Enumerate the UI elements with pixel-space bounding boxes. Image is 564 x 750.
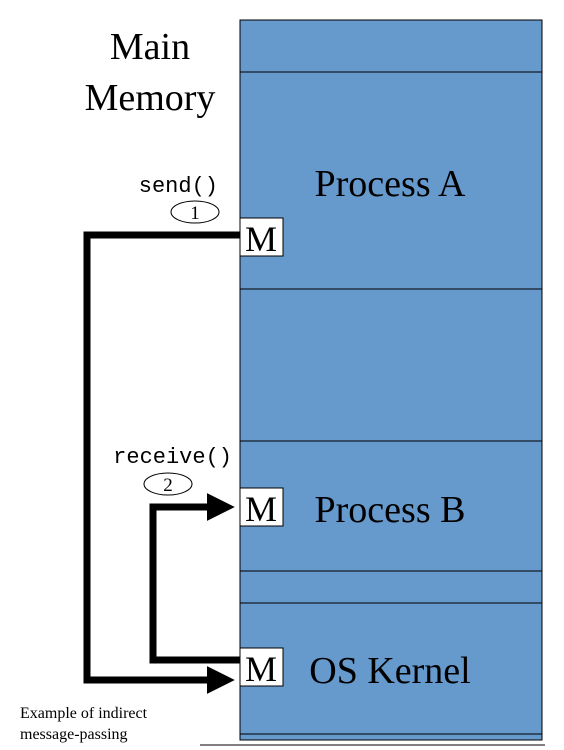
memory-segment-process-b [239,440,543,572]
memory-segment-os-kernel [239,602,543,735]
receive-arrow [149,493,240,664]
step-2-number: 2 [163,475,173,496]
memory-segment-gap [239,570,543,604]
memory-segment-bottom [239,733,543,741]
message-label-a: M [245,219,277,259]
process-b-label: Process B [315,489,466,531]
send-call-label: send() [139,174,218,199]
message-label-b: M [245,489,277,529]
memory-segment-top [239,19,543,73]
main-memory-title-line1: Main [110,26,190,68]
caption-line1: Example of indirect [20,705,148,722]
send-arrow [83,231,240,694]
step-2-marker [143,472,193,496]
memory-segment-free [239,288,543,442]
message-box-process-a: M [239,217,284,259]
message-box-process-b: M [239,487,284,529]
process-a-label: Process A [315,163,467,205]
main-memory-column [200,19,545,746]
main-memory-title-line2: Memory [85,77,216,119]
os-kernel-label: OS Kernel [309,650,470,692]
receive-call-label: receive() [113,445,232,470]
step-1-marker [170,200,220,224]
message-label-kernel: M [245,649,277,689]
message-box-os-kernel: M [239,647,284,689]
memory-segment-process-a [239,71,543,290]
caption-line2: message-passing [20,726,128,743]
step-1-number: 1 [190,203,200,224]
